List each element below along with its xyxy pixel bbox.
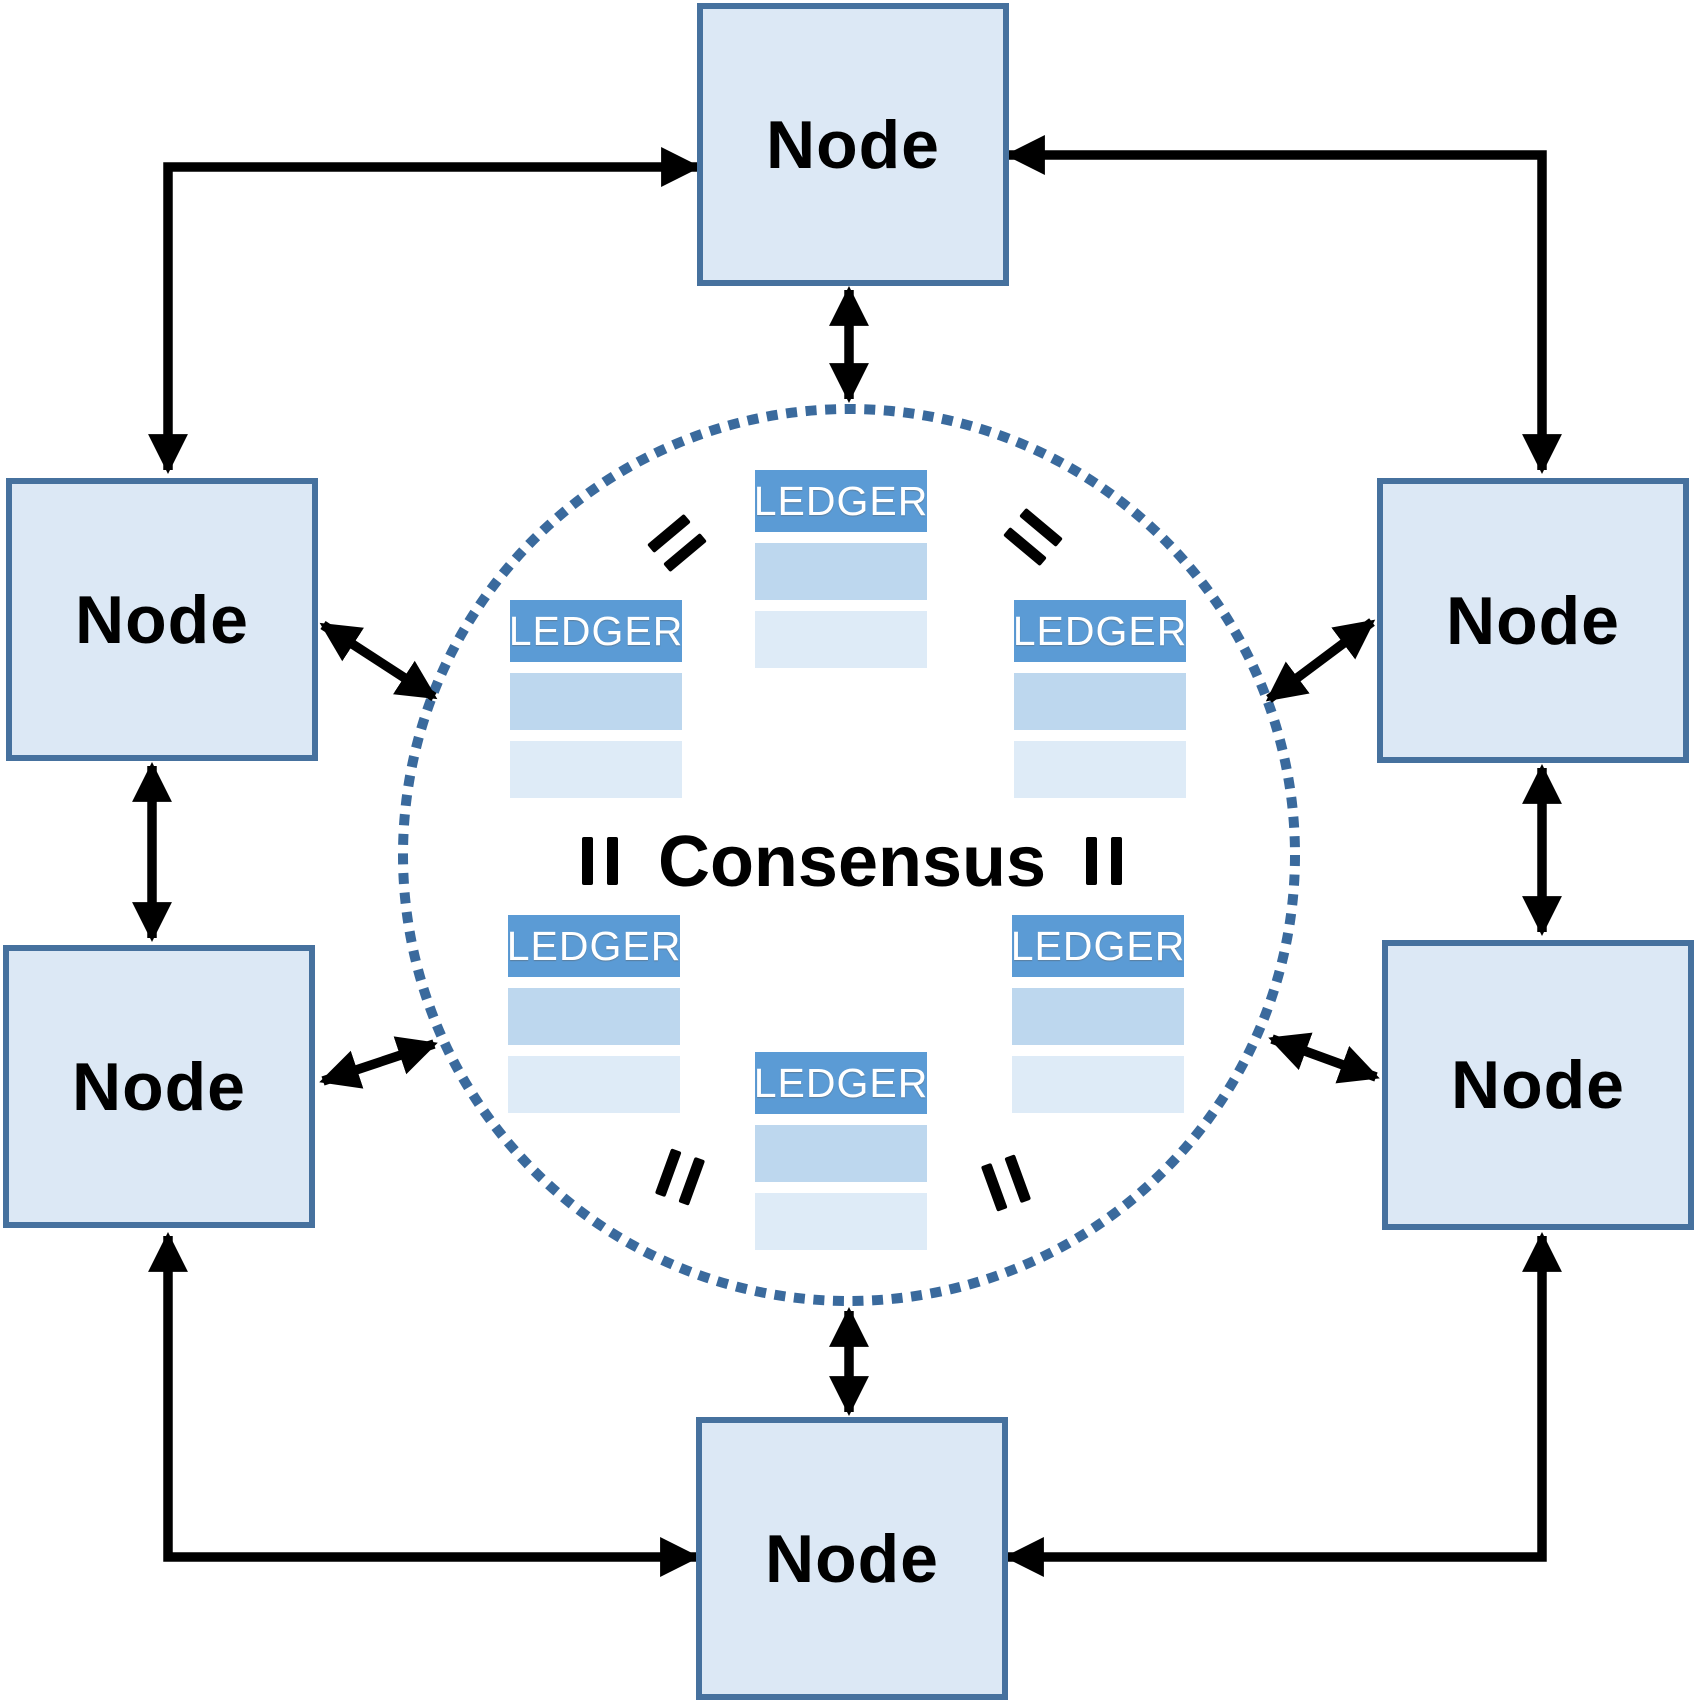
node-box-right-upper: Node (1377, 478, 1689, 763)
node-box-left-lower: Node (3, 945, 315, 1228)
node-box-top: Node (697, 3, 1009, 286)
node-box-right-lower: Node (1382, 940, 1694, 1230)
node-label: Node (72, 1048, 246, 1125)
node-label: Node (766, 106, 940, 183)
ledger-header: LEDGER (1013, 600, 1186, 662)
ledger-top-center: LEDGER (754, 470, 927, 679)
consensus-circle-outline (398, 404, 1300, 1306)
ledger-header: LEDGER (754, 1052, 927, 1114)
arrow-diag-right-upper (1265, 618, 1376, 703)
node-box-left-upper: Node (6, 478, 318, 761)
ledger-header: LEDGER (754, 470, 927, 532)
ledger-row (755, 543, 927, 600)
arrow-diag-left-upper (319, 621, 438, 701)
ledger-row (755, 1125, 927, 1182)
node-label: Node (1446, 582, 1620, 659)
ledger-row (1014, 741, 1186, 798)
equals-bar (1111, 837, 1122, 885)
ledger-row (510, 673, 682, 730)
ledger-row (508, 988, 680, 1045)
equals-icon-mid-right (1086, 837, 1122, 885)
consensus-title: Consensus (657, 822, 1047, 902)
node-box-bottom: Node (696, 1417, 1008, 1700)
arrow-elbow-bottom-left (148, 1232, 700, 1577)
ledger-lower-left: LEDGER (507, 915, 680, 1124)
equals-bar (1086, 837, 1097, 885)
ledger-row (1014, 673, 1186, 730)
ledger-header: LEDGER (507, 915, 680, 977)
ledger-upper-right: LEDGER (1013, 600, 1186, 809)
ledger-row (755, 611, 927, 668)
node-label: Node (1451, 1047, 1625, 1123)
ledger-row (510, 741, 682, 798)
ledger-row (1012, 988, 1184, 1045)
ledger-row (755, 1193, 927, 1250)
ledger-row (508, 1056, 680, 1113)
ledger-lower-right: LEDGER (1011, 915, 1184, 1124)
node-label: Node (765, 1520, 939, 1597)
equals-icon-mid-left (582, 837, 618, 885)
ledger-row (1012, 1056, 1184, 1113)
arrow-elbow-top-right (1005, 135, 1562, 474)
arrow-diag-right-lower (1268, 1032, 1380, 1084)
ledger-upper-left: LEDGER (509, 600, 682, 809)
equals-bar (582, 837, 593, 885)
arrow-elbow-top-left (148, 147, 701, 474)
ledger-bottom-center: LEDGER (754, 1052, 927, 1261)
arrow-elbow-bottom-right (1004, 1232, 1562, 1577)
node-label: Node (75, 581, 249, 658)
arrow-diag-left-lower (319, 1036, 438, 1089)
ledger-header: LEDGER (509, 600, 682, 662)
equals-bar (607, 837, 618, 885)
ledger-header: LEDGER (1011, 915, 1184, 977)
